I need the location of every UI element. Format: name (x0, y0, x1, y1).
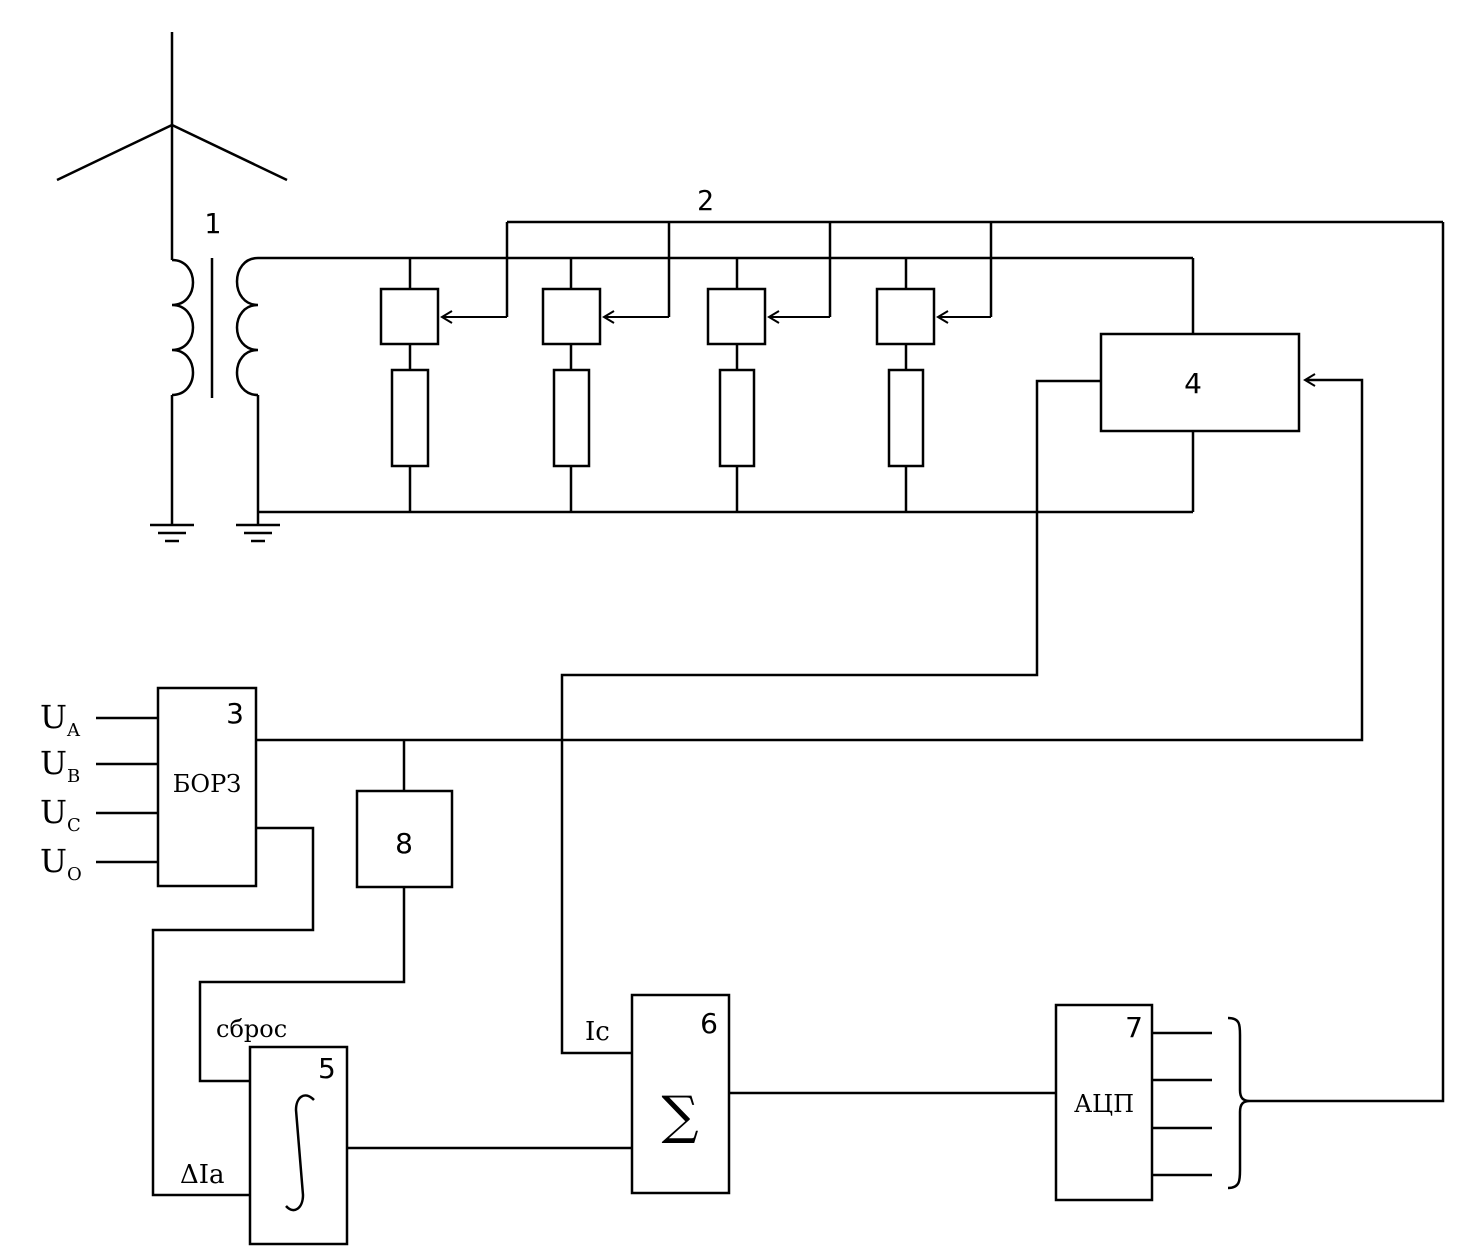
block-5-integrator: 5 сброс ΔIa (180, 1015, 349, 1246)
block-3-number: 3 (226, 697, 244, 730)
resistor-branch-3 (706, 258, 830, 512)
wire-7-to-bus (1250, 222, 1445, 1103)
output-brace (1227, 1016, 1251, 1190)
resistor-1 (390, 368, 430, 468)
wire-4-to-6 (560, 379, 1101, 1055)
transformer: 1 (170, 207, 260, 525)
switch-4 (875, 287, 936, 346)
input-ub: UB (40, 744, 158, 787)
input-uo-label: UO (40, 842, 82, 885)
wire-3-to-4 (256, 378, 1364, 742)
input-ua-label: UA (40, 698, 81, 741)
switch-2 (541, 287, 602, 346)
block-6-number: 6 (700, 1007, 718, 1040)
transformer-label: 1 (204, 207, 221, 240)
control-bus: 2 (505, 184, 1443, 317)
block-8-label: 8 (395, 827, 413, 860)
resistor-3 (718, 368, 756, 468)
input-ua: UA (40, 698, 158, 741)
ground-symbol-right (236, 523, 280, 543)
block-8: 8 (355, 789, 454, 889)
resistor-4 (887, 368, 925, 468)
block-7-number: 7 (1125, 1011, 1143, 1044)
resistor-branch-4 (875, 258, 991, 512)
delta-ia-label: ΔIa (180, 1160, 225, 1190)
wire-8-to-reset (198, 887, 406, 1083)
reset-label: сброс (216, 1015, 287, 1043)
block-5-number: 5 (318, 1052, 336, 1085)
integral-icon (285, 1094, 315, 1212)
bus-label: 2 (697, 184, 714, 217)
input-uc-label: UC (40, 793, 81, 836)
block-3-borz: 3 БОРЗ (156, 686, 258, 888)
input-uc: UC (40, 793, 158, 836)
input-ub-label: UB (40, 744, 80, 787)
block-4: 4 (1099, 258, 1301, 512)
resistor-branch-2 (541, 258, 669, 512)
block-3-name: БОРЗ (173, 770, 241, 798)
block-7-name: АЦП (1074, 1090, 1134, 1118)
arrow-into-4 (1303, 373, 1316, 387)
sum-icon: ∑ (661, 1086, 698, 1146)
block-4-label: 4 (1184, 367, 1202, 400)
block-6-summator: 6 ∑ Ic (585, 993, 731, 1195)
ground-symbol-left (150, 523, 194, 543)
resistor-branch-1 (379, 258, 507, 512)
block-7-adc: 7 АЦП (1054, 1003, 1212, 1202)
wire-3-to-5 (151, 826, 315, 1197)
antenna (56, 32, 288, 260)
resistor-2 (552, 368, 591, 468)
switch-3 (706, 287, 767, 346)
switch-1 (379, 287, 440, 346)
ic-label: Ic (585, 1017, 610, 1047)
input-uo: UO (40, 842, 158, 885)
